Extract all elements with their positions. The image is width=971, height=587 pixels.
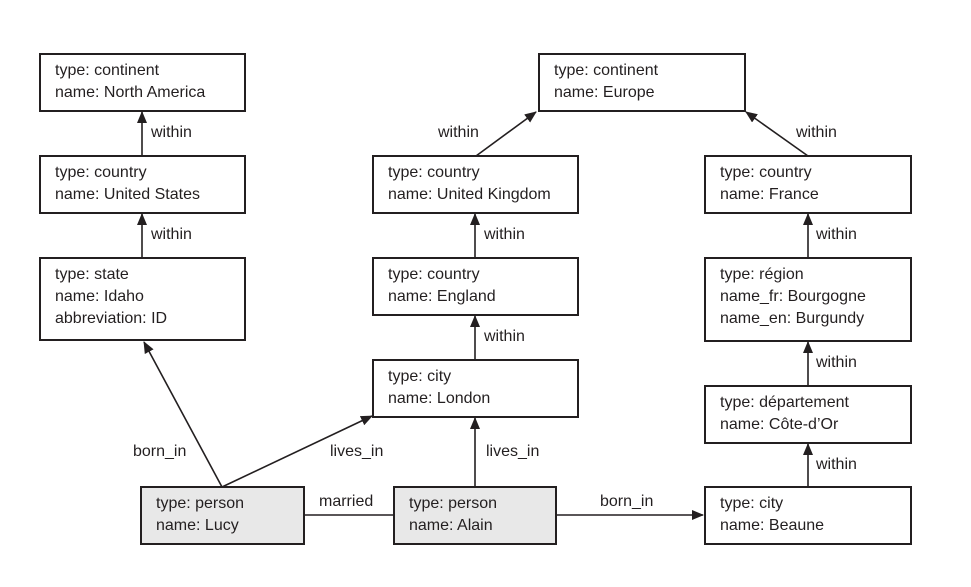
edge-lucy-born-in-idaho bbox=[143, 341, 223, 488]
node-name: name: Beaune bbox=[720, 517, 825, 534]
label-within-bourgogne-france: within bbox=[816, 226, 857, 243]
node-type: type: région bbox=[720, 266, 804, 283]
node-type: type: city bbox=[388, 368, 452, 385]
node-north-america: type: continent name: North America bbox=[39, 53, 246, 112]
node-name: name: France bbox=[720, 186, 819, 203]
node-type: type: person bbox=[409, 495, 498, 512]
node-name: name: Lucy bbox=[156, 517, 239, 534]
edge-uk-within-europe bbox=[475, 111, 537, 157]
label-within-idaho-us: within bbox=[151, 226, 192, 243]
node-type: type: département bbox=[720, 394, 849, 411]
node-name-en: name_en: Burgundy bbox=[720, 310, 865, 327]
node-type: type: country bbox=[388, 266, 480, 283]
edge-france-within-europe bbox=[745, 111, 809, 157]
node-europe: type: continent name: Europe bbox=[538, 53, 746, 112]
node-type: type: country bbox=[720, 164, 812, 181]
node-type: type: city bbox=[720, 495, 784, 512]
label-within-uk-europe: within bbox=[438, 124, 479, 141]
node-london: type: city name: London bbox=[372, 359, 579, 418]
node-abbreviation: abbreviation: ID bbox=[55, 310, 168, 327]
edge-lucy-lives-in-london bbox=[221, 415, 373, 488]
node-idaho: type: state name: Idaho abbreviation: ID bbox=[39, 257, 246, 341]
label-within-london-england: within bbox=[484, 328, 525, 345]
label-within-beaune-cotedor: within bbox=[816, 456, 857, 473]
node-england: type: country name: England bbox=[372, 257, 579, 316]
node-type: type: person bbox=[156, 495, 245, 512]
label-lives-in-alain-london: lives_in bbox=[486, 443, 540, 460]
node-name: name: England bbox=[388, 288, 496, 305]
label-within-us-na: within bbox=[151, 124, 192, 141]
node-france: type: country name: France bbox=[704, 155, 912, 214]
label-within-england-uk: within bbox=[484, 226, 525, 243]
node-name: name: Europe bbox=[554, 84, 655, 101]
label-married: married bbox=[319, 493, 374, 510]
node-lucy: type: person name: Lucy bbox=[140, 486, 305, 545]
node-type: type: continent bbox=[55, 62, 160, 79]
node-name: name: London bbox=[388, 390, 491, 407]
label-born-in-alain-beaune: born_in bbox=[600, 493, 654, 510]
label-within-cotedor-bourgogne: within bbox=[816, 354, 857, 371]
node-type: type: country bbox=[55, 164, 147, 181]
node-name: name: Côte-d’Or bbox=[720, 416, 839, 433]
node-cote-dor: type: département name: Côte-d’Or bbox=[704, 385, 912, 444]
node-united-kingdom: type: country name: United Kingdom bbox=[372, 155, 579, 214]
node-name: name: North America bbox=[55, 84, 206, 101]
node-name: name: United Kingdom bbox=[388, 186, 551, 203]
node-name: name: Alain bbox=[409, 517, 493, 534]
node-beaune: type: city name: Beaune bbox=[704, 486, 912, 545]
label-born-in-lucy-idaho: born_in bbox=[133, 443, 187, 460]
node-alain: type: person name: Alain bbox=[393, 486, 557, 545]
label-lives-in-lucy-london: lives_in bbox=[330, 443, 384, 460]
node-name: name: United States bbox=[55, 186, 200, 203]
node-united-states: type: country name: United States bbox=[39, 155, 246, 214]
node-bourgogne: type: région name_fr: Bourgogne name_en:… bbox=[704, 257, 912, 342]
node-name: name: Idaho bbox=[55, 288, 144, 305]
node-type: type: country bbox=[388, 164, 480, 181]
node-type: type: state bbox=[55, 266, 129, 283]
label-within-france-europe: within bbox=[796, 124, 837, 141]
node-name-fr: name_fr: Bourgogne bbox=[720, 288, 866, 305]
node-type: type: continent bbox=[554, 62, 659, 79]
